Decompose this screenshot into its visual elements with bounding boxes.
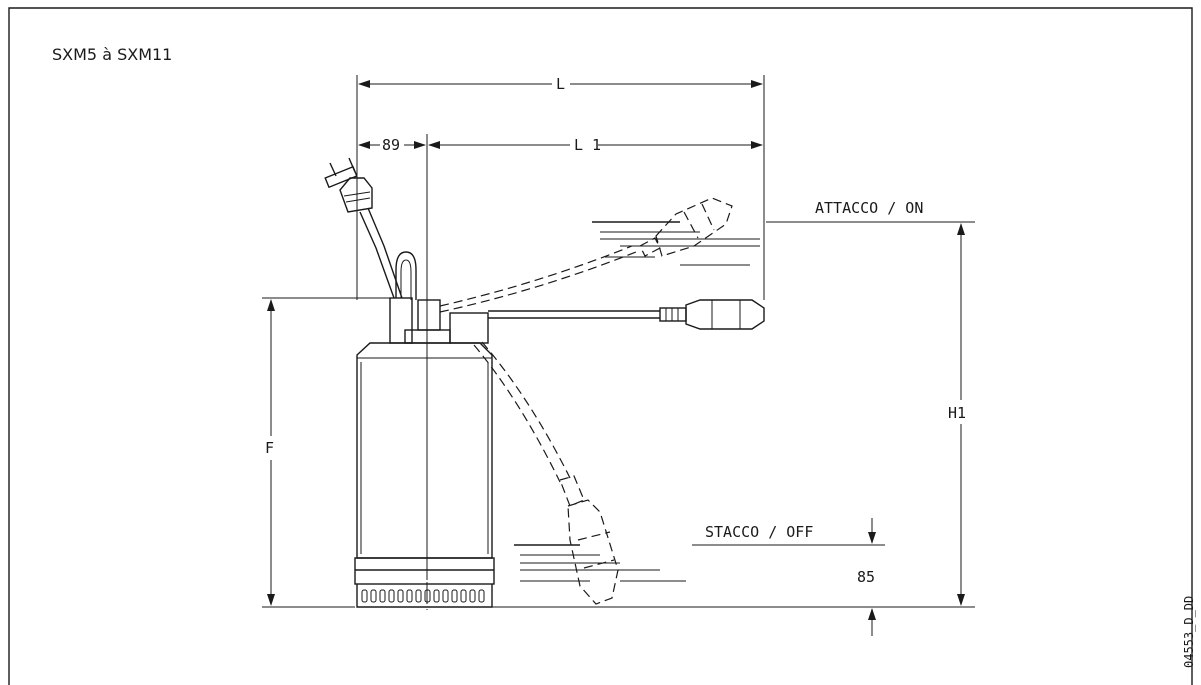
- dimension-label-89: 89: [382, 136, 400, 154]
- power-cable: [324, 157, 403, 299]
- dimension-85: 85: [692, 518, 885, 636]
- water-surface-on: [592, 221, 760, 266]
- dimension-H1: H1: [492, 221, 975, 608]
- dimension-label-L1: L 1: [574, 136, 601, 154]
- dimension-L1: L 1: [428, 136, 763, 154]
- drawing-frame: [8, 7, 1193, 685]
- dimension-label-85: 85: [857, 568, 875, 586]
- dimension-L: L: [356, 75, 765, 300]
- water-surface-off: [514, 544, 686, 582]
- dimension-label-L: L: [556, 75, 565, 93]
- drawing-title: SXM5 à SXM11: [52, 45, 172, 64]
- float-switch-up: [439, 197, 733, 313]
- float-switch-down: [473, 341, 619, 605]
- dimension-label-H1: H1: [948, 404, 966, 422]
- pump-inlet-slots: [361, 589, 485, 603]
- level-on-label: ATTACCO / ON: [815, 199, 923, 217]
- figure-code: 04553_D_DD: [1182, 596, 1196, 668]
- level-off-label: STACCO / OFF: [705, 523, 813, 541]
- dimension-F: F: [262, 297, 405, 608]
- pump-body: [354, 150, 495, 610]
- dimension-label-F: F: [265, 439, 274, 457]
- dimension-89: 89: [358, 134, 428, 580]
- float-switch-middle: [488, 299, 765, 330]
